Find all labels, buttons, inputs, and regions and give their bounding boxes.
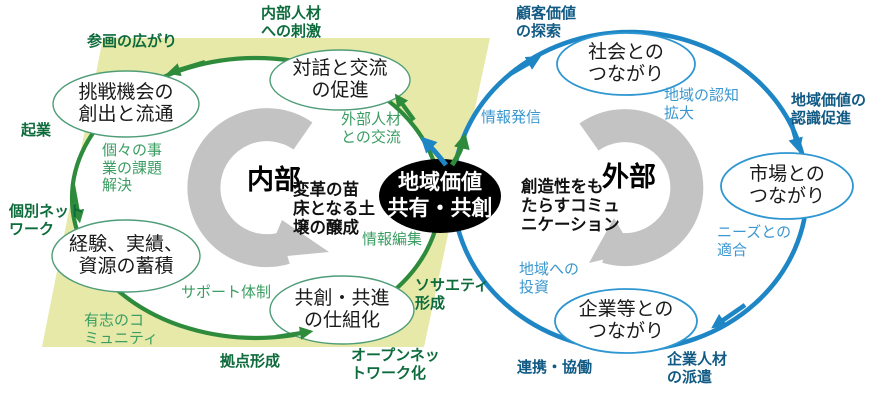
- inner-cycle-arrow-to-experience: [70, 184, 85, 224]
- outer-cycle-title: 外部: [602, 162, 656, 192]
- outer-cycle-arrow-to-company: [711, 303, 747, 329]
- cycle-label-open-network: オープンネッ トワーク化: [351, 347, 440, 382]
- node-label-cocreation-systemization: 共創・共進 の仕組化: [294, 287, 390, 331]
- node-label-dialogue-promotion: 対話と交流 の促進: [292, 57, 388, 101]
- center-value-ellipse: [379, 159, 501, 233]
- node-ellipse-company-connection: [554, 288, 698, 354]
- inner-cycle-description: 変革の苗 床となる土 壌の醸成: [293, 181, 376, 238]
- cycle-label-internal-staff-stimulus: 内部人材 への刺激: [261, 5, 322, 40]
- cycle-label-base-formation: 拠点形成: [220, 353, 281, 370]
- outer-cycle-arrow-to-market: [787, 117, 803, 153]
- inner-rotation-arrow-icon: [187, 108, 313, 268]
- node-label-experience-accumulation: 経験、実績、 資源の蓄積: [68, 233, 183, 277]
- cycle-label-info-editing: 情報編集: [362, 231, 423, 248]
- node-ellipses: [51, 32, 854, 354]
- cycle-label-customer-value-exploration: 顧客価値 の探索: [516, 5, 577, 40]
- cycle-label-collaboration: 連携・協働: [517, 359, 593, 376]
- cycle-label-external-staff-exchange: 外部人材 との交流: [341, 111, 402, 146]
- cycle-label-value-recognition-promotion: 地域価値の 認識促進: [791, 92, 867, 127]
- node-ellipse-dialogue-promotion: [269, 49, 411, 111]
- cycle-label-entrepreneurship: 起業: [21, 122, 52, 139]
- node-ellipse-society-connection: [556, 32, 696, 96]
- cycle-label-participation-spread: 参画の広がり: [87, 33, 178, 50]
- crossover-arrow-to-outer: [449, 132, 470, 167]
- node-label-company-connection: 企業等との つながり: [578, 298, 674, 342]
- crossover-arrow-to-inner: [420, 136, 448, 167]
- inner-rotation-arrowhead-icon: [266, 220, 329, 258]
- node-label-market-connection: 市場との つながり: [748, 163, 825, 207]
- outer-cycle-description: 創造性をも たらすコミュ ニケーション: [521, 178, 620, 235]
- cycle-label-info-transmission: 情報発信: [481, 109, 542, 126]
- inner-cycle-arrow-to-challenge: [166, 59, 206, 77]
- inner-cycle-arrow-to-cocreation: [275, 326, 314, 340]
- node-ellipse-market-connection: [720, 152, 854, 220]
- cycle-label-volunteer-community: 有志のコ ミュニティ: [84, 312, 159, 347]
- node-label-society-connection: 社会との つながり: [587, 41, 664, 85]
- cycle-label-individual-business-issues: 個々の事 業の課題 解決: [102, 142, 163, 195]
- outer-rotation-arrow-icon: [579, 109, 704, 267]
- outer-rotation-arrowhead-icon: [589, 218, 634, 263]
- cycle-label-regional-recognition-spread: 地域の認知 拡大: [664, 87, 740, 122]
- inner-cycle-title: 内部: [247, 165, 301, 195]
- inner-cycle-arrow-to-dialogue: [394, 93, 416, 122]
- outer-cycle-arrow-to-society: [508, 56, 542, 76]
- cycle-label-corporate-staff-dispatch: 企業人材 の派遣: [667, 351, 728, 386]
- cycle-label-support-system: サポート体制: [181, 284, 272, 301]
- cycle-label-regional-investment: 地域への 投資: [519, 261, 580, 296]
- node-label-challenge-creation: 挑戦機会の 創出と流通: [78, 81, 174, 125]
- center-value-text: 地域価値 共有・共創: [387, 170, 493, 220]
- node-ellipse-experience-accumulation: [51, 219, 201, 293]
- node-ellipse-challenge-creation: [52, 70, 200, 138]
- cycle-label-individual-network: 個別ネット ワーク: [9, 203, 85, 238]
- cycle-label-society-formation: ソサエティ 形成: [415, 277, 490, 312]
- cycle-label-needs-fit: ニーズとの 適合: [717, 224, 792, 259]
